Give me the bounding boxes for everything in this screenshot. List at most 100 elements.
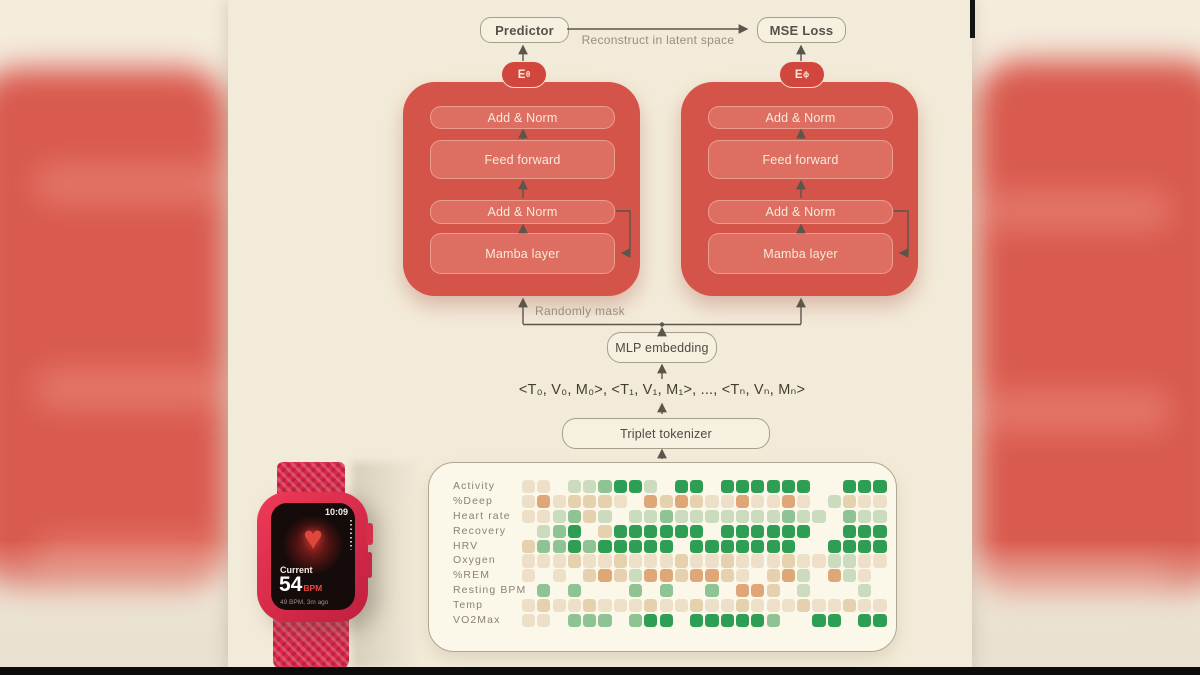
heatmap-cell <box>628 480 643 494</box>
heatmap-cell <box>812 525 825 538</box>
letterbox-sliver <box>970 0 975 38</box>
heatmap-cell <box>797 584 811 598</box>
heatmap-cell <box>552 509 566 523</box>
watch-scale-dots <box>350 520 352 550</box>
heatmap-cell <box>812 480 825 493</box>
heatmap-cell <box>583 509 597 523</box>
heatmap-cell <box>644 480 658 494</box>
heatmap-cell <box>690 613 704 628</box>
heatmap-cell <box>842 539 857 553</box>
heatmap-cell <box>858 569 872 583</box>
heatmap-cell <box>675 584 688 597</box>
heatmap-cell <box>751 524 765 538</box>
heatmap-cell <box>858 554 872 568</box>
heatmap-cell <box>735 554 750 568</box>
heatmap-cell <box>720 613 734 628</box>
heatmap-cell <box>797 569 811 583</box>
layer-feed-forward: Feed forward <box>430 140 615 179</box>
layer-add-norm: Add & Norm <box>430 200 615 224</box>
heatmap-cell <box>873 480 887 494</box>
heatmap-cell <box>781 494 795 509</box>
heatmap-cell <box>873 613 887 628</box>
heatmap-cell <box>827 569 841 583</box>
heatmap-cell <box>705 569 719 583</box>
heatmap-row: Resting BPM <box>453 584 896 598</box>
heatmap-cell <box>721 584 734 597</box>
heatmap-cell <box>644 599 658 613</box>
heatmap-cell <box>812 495 825 508</box>
heatmap-cell <box>858 584 872 598</box>
heatmap-cell <box>583 599 597 613</box>
heatmap-cell <box>751 539 765 553</box>
heatmap-cell <box>674 554 688 568</box>
heatmap-cell <box>782 584 795 597</box>
layer-mamba: Mamba layer <box>430 233 615 274</box>
heatmap-cell <box>522 509 536 523</box>
heatmap-cell <box>812 540 825 553</box>
context-encoder-block: Add & Norm Feed forward Add & Norm Mamba… <box>403 82 640 296</box>
heatmap-cell <box>827 599 841 613</box>
heatmap-cell <box>766 569 780 583</box>
heatmap-row-label: Heart rate <box>453 509 511 522</box>
heatmap-cell <box>644 494 658 509</box>
heatmap-cell <box>644 584 657 597</box>
heatmap-cell <box>537 539 551 553</box>
watch-side-button <box>367 552 372 578</box>
heatmap-row: %REM <box>453 569 896 583</box>
predictor-label: Predictor <box>495 22 554 38</box>
heatmap-cell <box>583 494 597 509</box>
mse-loss-label: MSE Loss <box>769 22 834 38</box>
heatmap-cell <box>690 509 704 523</box>
heatmap-cell <box>583 525 596 538</box>
heatmap-cell <box>537 524 551 538</box>
heatmap-cell <box>781 480 795 494</box>
heatmap-cell <box>628 539 643 553</box>
heatmap-cell <box>690 569 704 583</box>
heatmap-cell <box>858 480 872 494</box>
heatmap-cell <box>858 599 872 613</box>
heatmap-cell <box>567 494 582 509</box>
heatmap-cell <box>858 524 872 538</box>
layer-add-norm: Add & Norm <box>430 106 615 129</box>
bpm-value: 54 <box>279 573 303 596</box>
mlp-embedding-label: MLP embedding <box>615 340 709 355</box>
heatmap-cell <box>613 480 627 494</box>
heatmap-cell <box>690 599 704 613</box>
heatmap-cell <box>522 599 536 613</box>
heatmap-cell <box>720 554 734 568</box>
heatmap-cell <box>537 584 551 598</box>
heatmap-cell <box>583 480 597 494</box>
heatmap-cell <box>735 539 750 553</box>
heatmap-cell <box>720 494 734 509</box>
heatmap-cell <box>720 480 734 494</box>
heatmap-cell <box>537 599 551 613</box>
heatmap-cell <box>797 540 810 553</box>
heatmap-cell <box>766 584 780 598</box>
heatmap-cell <box>598 554 612 568</box>
heatmap-cell <box>522 584 535 597</box>
heatmap-cell <box>781 599 795 613</box>
heatmap-cell <box>628 584 643 598</box>
heatmap-cell <box>858 509 872 523</box>
heatmap-row: Heart rate <box>453 509 896 523</box>
heatmap-row: Temp <box>453 599 896 613</box>
heatmap-cell <box>659 524 673 538</box>
heatmap-cell <box>705 509 719 523</box>
heatmap-cell <box>751 509 765 523</box>
heatmap-cell <box>690 539 704 553</box>
heatmap-cell <box>598 509 612 523</box>
heatmap-cell <box>766 524 780 538</box>
heatmap-cell <box>827 554 841 568</box>
layer-mamba: Mamba layer <box>708 233 893 274</box>
background-blur-right <box>976 60 1200 602</box>
heatmap-cell <box>567 584 582 598</box>
heatmap-cell <box>735 584 750 598</box>
heatmap-cell <box>842 509 857 523</box>
heatmap-cell <box>705 494 719 509</box>
heatmap-cell <box>690 524 704 538</box>
heatmap-cell <box>766 509 780 523</box>
heatmap-cell <box>766 599 780 613</box>
heatmap-cell <box>797 554 811 568</box>
heatmap-cell <box>552 539 566 553</box>
